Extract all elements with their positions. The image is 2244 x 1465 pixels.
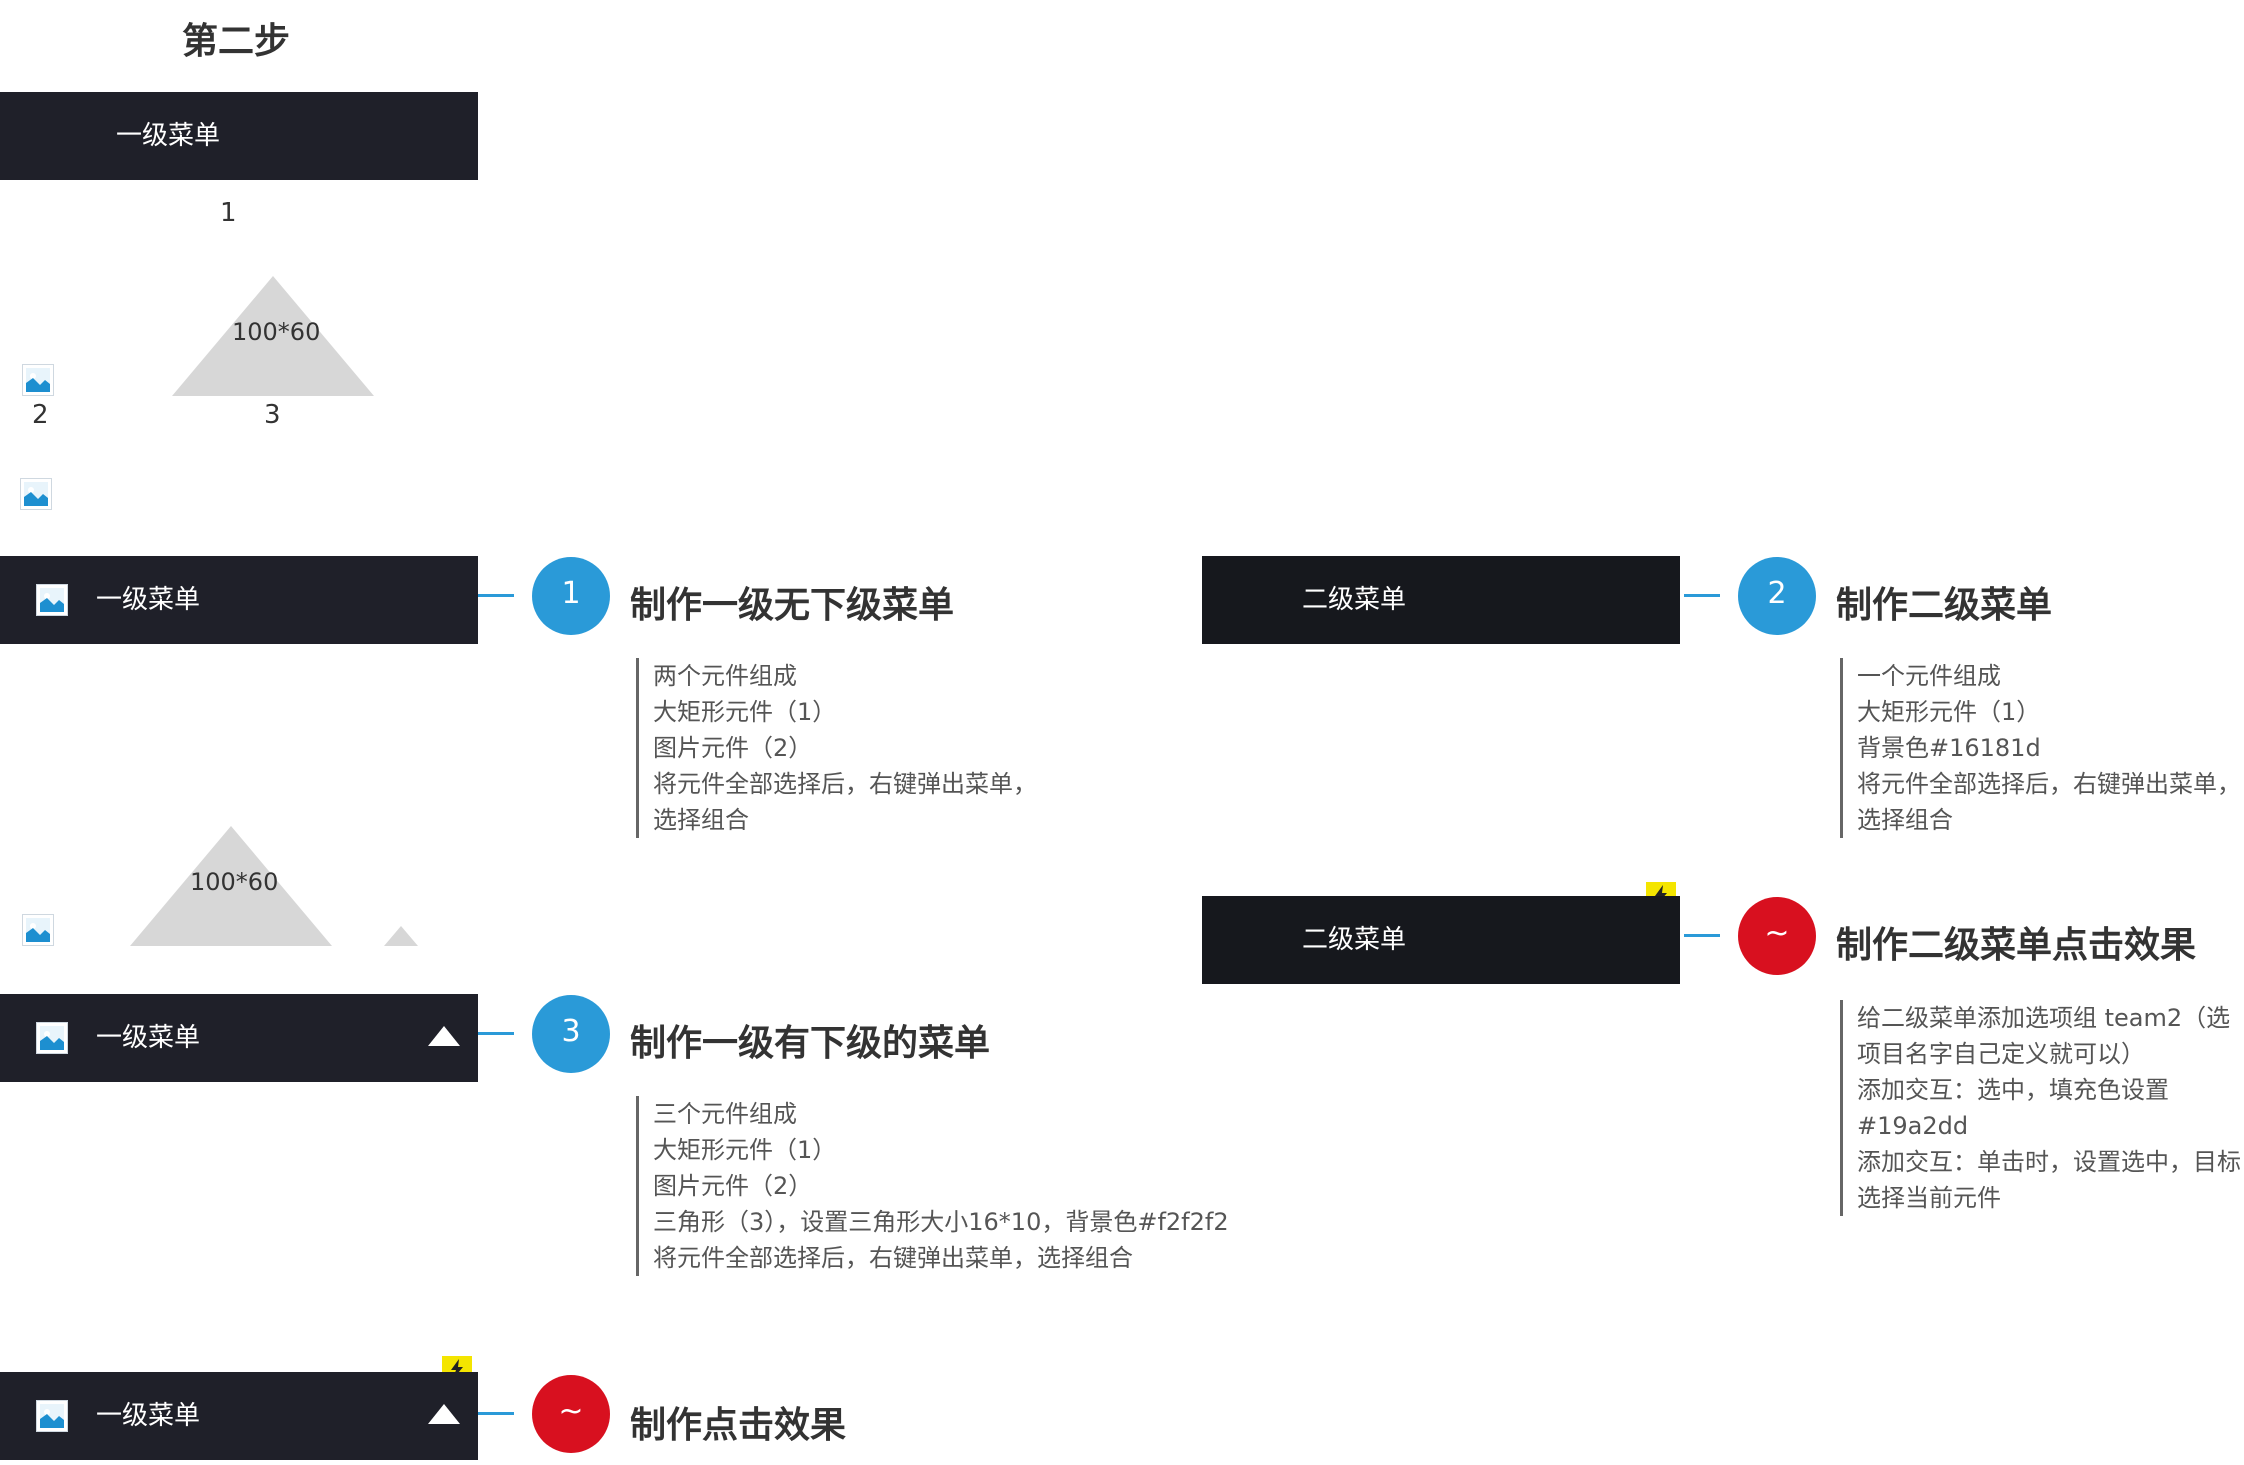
description-line: 将元件全部选择后，右键弹出菜单，选择组合 bbox=[653, 1244, 1133, 1272]
menu-bar-level1-click[interactable]: 一级菜单 bbox=[0, 1372, 478, 1460]
description-line: 三个元件组成 bbox=[653, 1100, 797, 1128]
description-line: 图片元件（2） bbox=[653, 734, 813, 762]
description-line: #19a2dd bbox=[1857, 1112, 1969, 1140]
step-heading-1: 制作一级无下级菜单 bbox=[630, 585, 955, 626]
description-line: 项目名字自己定义就可以） bbox=[1857, 1040, 2145, 1068]
image-icon bbox=[20, 478, 52, 510]
image-icon bbox=[36, 1400, 68, 1432]
size-label-top: 100*60 bbox=[232, 318, 321, 346]
menu-bar-level2-click[interactable]: 二级菜单 bbox=[1202, 896, 1680, 984]
step-badge-3: 3 bbox=[532, 995, 610, 1073]
description-line: 将元件全部选择后，右键弹出菜单， bbox=[1857, 770, 2241, 798]
step-heading-3: 制作一级有下级的菜单 bbox=[630, 1023, 991, 1064]
part-number-3: 3 bbox=[264, 400, 281, 430]
menu-bar-level2: 二级菜单 bbox=[1202, 556, 1680, 644]
size-triangle-top bbox=[172, 276, 374, 396]
part-number-2: 2 bbox=[32, 400, 49, 430]
menu-bar-level1-no-children: 一级菜单 bbox=[0, 556, 478, 644]
description-line: 添加交互：选中，填充色设置 bbox=[1857, 1076, 2169, 1104]
triangle-up-icon bbox=[428, 1026, 460, 1046]
step-badge-1: 1 bbox=[532, 557, 610, 635]
description-line: 选择当前元件 bbox=[1857, 1184, 2001, 1212]
menu-bar-label: 一级菜单 bbox=[116, 121, 221, 151]
description-line: 选择组合 bbox=[653, 806, 749, 834]
step-heading-click-effect: 制作点击效果 bbox=[630, 1405, 847, 1446]
menu-bar-label: 一级菜单 bbox=[96, 1401, 201, 1431]
menu-bar-label: 一级菜单 bbox=[96, 1023, 201, 1053]
size-label-mid: 100*60 bbox=[190, 868, 279, 896]
size-triangle-mid bbox=[130, 826, 332, 946]
description-line: 给二级菜单添加选项组 team2（选 bbox=[1857, 1004, 2231, 1032]
image-icon bbox=[22, 914, 54, 946]
connector-line bbox=[478, 594, 514, 597]
description-line: 图片元件（2） bbox=[653, 1172, 813, 1200]
step-description-2: 一个元件组成 大矩形元件（1） 背景色#16181d 将元件全部选择后，右键弹出… bbox=[1840, 658, 2241, 838]
step-badge-interaction: ~ bbox=[1738, 897, 1816, 975]
menu-bar-label: 一级菜单 bbox=[96, 585, 201, 615]
small-triangle bbox=[384, 926, 418, 946]
connector-line bbox=[478, 1412, 514, 1415]
step-description-3: 三个元件组成 大矩形元件（1） 图片元件（2） 三角形（3），设置三角形大小16… bbox=[636, 1096, 1229, 1276]
step-badge-2: 2 bbox=[1738, 557, 1816, 635]
image-icon bbox=[36, 584, 68, 616]
step-title: 第二步 bbox=[182, 21, 291, 62]
triangle-up-icon bbox=[428, 1404, 460, 1424]
menu-bar-label: 二级菜单 bbox=[1302, 925, 1407, 955]
image-icon bbox=[22, 364, 54, 396]
description-line: 选择组合 bbox=[1857, 806, 1953, 834]
connector-line bbox=[478, 1032, 514, 1035]
description-line: 三角形（3），设置三角形大小16*10，背景色#f2f2f2 bbox=[653, 1208, 1229, 1236]
step-heading-level2-click: 制作二级菜单点击效果 bbox=[1836, 925, 2197, 966]
step-description-1: 两个元件组成 大矩形元件（1） 图片元件（2） 将元件全部选择后，右键弹出菜单，… bbox=[636, 658, 1037, 838]
part-number-1: 1 bbox=[220, 198, 237, 228]
step-description-level2-click: 给二级菜单添加选项组 team2（选 项目名字自己定义就可以） 添加交互：选中，… bbox=[1840, 1000, 2241, 1216]
description-line: 将元件全部选择后，右键弹出菜单， bbox=[653, 770, 1037, 798]
step-badge-interaction: ~ bbox=[532, 1375, 610, 1453]
connector-line bbox=[1684, 934, 1720, 937]
image-icon bbox=[36, 1022, 68, 1054]
description-line: 添加交互：单击时，设置选中，目标 bbox=[1857, 1148, 2241, 1176]
description-line: 大矩形元件（1） bbox=[1857, 698, 2041, 726]
description-line: 大矩形元件（1） bbox=[653, 1136, 837, 1164]
step-heading-2: 制作二级菜单 bbox=[1836, 585, 2053, 626]
menu-bar-level1-with-children: 一级菜单 bbox=[0, 994, 478, 1082]
description-line: 背景色#16181d bbox=[1857, 734, 2041, 762]
menu-bar-level1-example: 一级菜单 bbox=[0, 92, 478, 180]
connector-line bbox=[1684, 594, 1720, 597]
menu-bar-label: 二级菜单 bbox=[1302, 585, 1407, 615]
description-line: 两个元件组成 bbox=[653, 662, 797, 690]
description-line: 大矩形元件（1） bbox=[653, 698, 837, 726]
description-line: 一个元件组成 bbox=[1857, 662, 2001, 690]
